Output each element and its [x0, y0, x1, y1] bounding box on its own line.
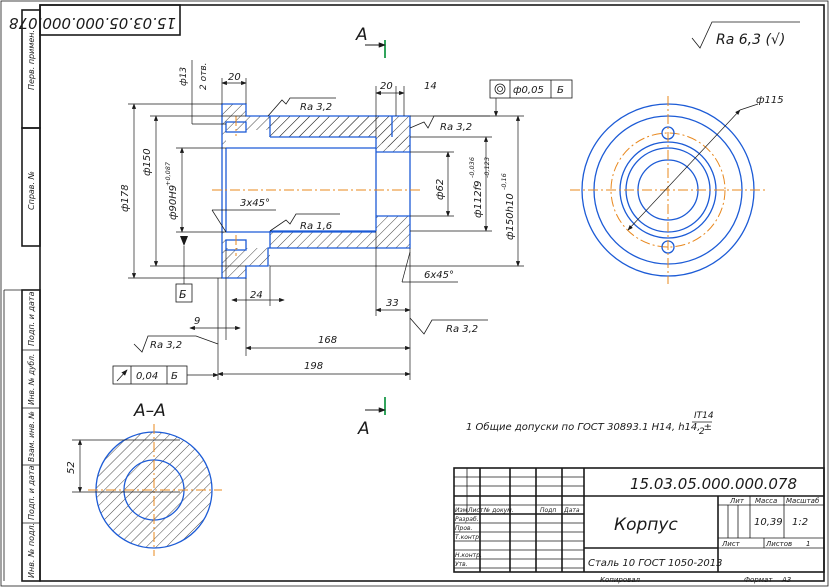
dim-d112-tol-top: -0,036	[468, 157, 476, 178]
tol-runout: 0,04 Б	[112, 365, 219, 385]
datum-label: Б	[179, 288, 187, 301]
note-text: 1 Общие допуски по ГОСТ 30893.1 H14, h14…	[466, 421, 712, 433]
main-section-view	[212, 103, 420, 279]
tb-sheets: 1	[806, 540, 810, 548]
note-fraction-bottom: 2	[699, 427, 705, 437]
tb-role-check: Пров.	[455, 525, 473, 532]
top-designation-box	[39, 4, 181, 36]
dim-d150h10-tol: -0,16	[500, 173, 508, 190]
dim-d112: ф112f9	[473, 180, 484, 218]
tol-coax-datum: Б	[557, 85, 564, 96]
section-marker-bottom-label: А	[357, 419, 370, 439]
ra-16: Ra 1,6	[300, 221, 332, 232]
section-marker-top-label: А	[355, 25, 368, 45]
dim-d90: ф90H9	[168, 185, 179, 220]
general-roughness-text: Ra 6,3 (√)	[716, 32, 785, 48]
top-designation: 15.03.05.000.000.078	[9, 14, 176, 32]
dim-9: 9	[194, 316, 200, 327]
dim-20-right: 20	[380, 81, 393, 92]
note-fraction-top: IT14	[694, 411, 714, 421]
tb-role-ncontrol: Н.контр.	[455, 552, 482, 559]
datum-box	[175, 283, 193, 303]
dim-33: 33	[386, 298, 399, 309]
general-note: 1 Общие допуски по ГОСТ 30893.1 H14, h14…	[466, 411, 714, 437]
tb-mass-label: Масса	[755, 497, 777, 505]
dim-d13: ф13	[179, 67, 189, 86]
tb-izm: Изм	[455, 507, 468, 514]
stamp-sign-date-1: Подп. и дата	[27, 291, 36, 346]
dim-52: 52	[66, 461, 77, 474]
tb-designation: 15.03.05.000.000.078	[630, 475, 797, 493]
tol-runout-datum: Б	[171, 371, 178, 382]
tb-sheet-label: Лист	[721, 540, 741, 548]
general-roughness: Ra 6,3 (√)	[691, 21, 800, 49]
side-view: ф115	[570, 95, 784, 284]
dim-14: 14	[424, 81, 437, 92]
tb-scale: 1:2	[792, 517, 808, 528]
ra-32-a: Ra 3,2	[300, 102, 332, 113]
tb-material: Сталь 10 ГОСТ 1050-2013	[588, 558, 723, 569]
stamp-first-use: Перв. примен.	[27, 30, 36, 90]
section-aa-title: А–А	[133, 401, 166, 421]
tb-part-name: Корпус	[614, 515, 678, 535]
title-block: Изм Лист № докум. Подп Дата Разраб. Пров…	[453, 467, 825, 584]
datum-triangle	[180, 236, 188, 246]
roughness-symbols: Ra 3,2 Ra 3,2 Ra 1,6 Ra 3,2 Ra 3,2	[133, 97, 490, 353]
tb-list: Лист	[467, 507, 484, 514]
tb-sheets-label: Листов	[765, 540, 792, 548]
dim-198: 198	[304, 361, 323, 372]
dim-d112-tol-bot: -0,123	[483, 157, 491, 178]
dim-d150: ф150	[142, 148, 153, 176]
stamp-repl-inv: Взам. инв. №	[27, 411, 36, 462]
tb-scale-label: Масштаб	[786, 497, 820, 505]
dim-d150h10: ф150h10	[505, 193, 516, 240]
tb-mass: 10,39	[754, 517, 783, 528]
dim-d115: ф115	[756, 95, 784, 106]
tb-copied: Копировал	[600, 576, 641, 584]
stamp-dup-inv: Инв. № дубл.	[27, 354, 36, 405]
ra-32-d: Ra 3,2	[150, 340, 182, 351]
tb-date: Дата	[563, 507, 580, 514]
dim-24: 24	[250, 290, 263, 301]
dim-d178: ф178	[120, 184, 131, 212]
dim-chamfer-6: 6х45°	[424, 270, 454, 281]
tol-runout-value: 0,04	[136, 371, 158, 382]
dimensions-main: 20 ф13 2 отв. 20 14 ф178 ф150 ф90H9 +0,0…	[120, 60, 524, 380]
stamp-sign-date-2: Подп. и дата	[27, 465, 36, 520]
tol-coaxiality: ф0,05 Б	[489, 79, 573, 117]
tb-doc: № докум.	[483, 507, 514, 514]
tb-lit-label: Лит	[729, 497, 745, 505]
ra-32-b: Ra 3,2	[440, 122, 472, 133]
dim-d90-tol: +0,087	[164, 161, 172, 186]
side-stamps: Перв. примен. Справ. № Подп. и дата Инв.…	[3, 9, 41, 582]
tb-role-dev: Разраб.	[455, 516, 479, 523]
dim-20-left: 20	[228, 72, 241, 83]
tol-coax-value: ф0,05	[513, 85, 544, 96]
tb-format: А3	[781, 576, 791, 584]
section-marker-top: А	[355, 25, 386, 58]
dim-d62: ф62	[435, 179, 446, 200]
tb-sign: Подп	[540, 507, 556, 514]
tb-format-label: Формат	[744, 576, 773, 584]
stamp-orig-inv: Инв. № подл.	[27, 523, 36, 578]
tb-role-tcontrol: Т.контр.	[455, 534, 481, 541]
section-aa: А–А 52	[66, 401, 222, 556]
section-marker-bottom: А	[357, 397, 386, 439]
dim-168: 168	[318, 335, 337, 346]
stamp-ref-no: Справ. №	[27, 171, 36, 210]
tb-role-approve: Утв.	[455, 561, 468, 568]
dim-two-holes: 2 отв.	[199, 62, 209, 90]
ra-32-c: Ra 3,2	[446, 324, 478, 335]
dim-chamfer-3: 3х45°	[240, 198, 270, 209]
